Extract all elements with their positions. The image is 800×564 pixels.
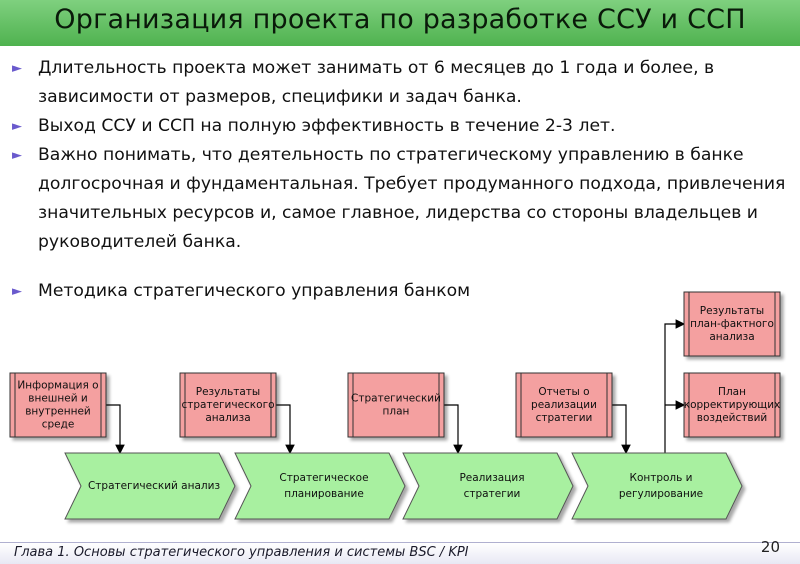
stage-label: планирование [284, 488, 364, 500]
page-number: 20 [760, 538, 780, 556]
input-connector-arrow [106, 404, 125, 455]
stage-label: Стратегическое [279, 472, 368, 484]
stage-label: Стратегический анализ [88, 480, 220, 492]
stage-label: регулирование [619, 488, 703, 500]
document-label: план-фактного [690, 318, 774, 330]
bullet-text: Важно понимать, что деятельность по стра… [38, 145, 786, 252]
bullet-arrow-icon: ► [12, 61, 22, 76]
stage-2: Стратегическое планирование [234, 452, 406, 520]
bullet-item: ► Важно понимать, что деятельность по ст… [12, 141, 792, 257]
document-label: среде [42, 419, 75, 431]
document-label: анализа [709, 331, 754, 343]
bullet-text: Длительность проекта может занимать от 6… [38, 58, 715, 107]
document-label: стратегического [181, 399, 274, 411]
output-connector-arrow [664, 319, 686, 453]
input-connector-arrow [444, 404, 463, 455]
bullet-arrow-icon: ► [12, 148, 22, 163]
bullet-list: ► Длительность проекта может занимать от… [12, 54, 792, 306]
document-label: корректирующих [684, 399, 780, 411]
input-connector-arrow [276, 404, 295, 455]
slide-title: Организация проекта по разработке ССУ и … [54, 4, 746, 35]
title-bar [0, 0, 800, 46]
stage-4: Контроль и регулирование [571, 452, 743, 520]
process-stages: Стратегический анализ Стратегическое плани… [64, 452, 743, 520]
document-label: стратегии [536, 412, 593, 424]
document-label: внутренней [25, 406, 91, 418]
bullet-item: ► Выход ССУ и ССП на полную эффективност… [12, 112, 792, 141]
document-label: Стратегический [351, 393, 441, 405]
stage-label: Реализация [459, 472, 524, 484]
document-label: Информация о [17, 380, 98, 392]
document-label: реализации [531, 399, 597, 411]
footer: Глава 1. Основы стратегического управлен… [0, 538, 800, 564]
bullet-arrow-icon: ► [12, 284, 22, 299]
document-label: анализа [205, 412, 250, 424]
connector-lines [106, 319, 686, 455]
input-connector-arrow [612, 404, 631, 455]
document-label: план [383, 406, 410, 418]
stage-1: Стратегический анализ [64, 452, 236, 520]
footer-text: Глава 1. Основы стратегического управлен… [14, 545, 469, 560]
bullet-text: Выход ССУ и ССП на полную эффективность … [38, 116, 616, 136]
bullet-item: ► Методика стратегического управления ба… [12, 277, 792, 306]
document-label: внешней и [28, 393, 87, 405]
document-label: План [718, 386, 746, 398]
stage-label: стратегии [464, 488, 521, 500]
stage-label: Контроль и [629, 472, 692, 484]
bullet-arrow-icon: ► [12, 119, 22, 134]
document-label: воздействий [697, 412, 767, 424]
stage-3: Реализация стратегии [402, 452, 574, 520]
document-label: Отчеты о [538, 386, 589, 398]
document-label: Результаты [700, 305, 764, 317]
bullet-text: Методика стратегического управления банк… [38, 281, 471, 301]
bullet-item: ► Длительность проекта может занимать от… [12, 54, 792, 112]
document-label: Результаты [196, 386, 260, 398]
